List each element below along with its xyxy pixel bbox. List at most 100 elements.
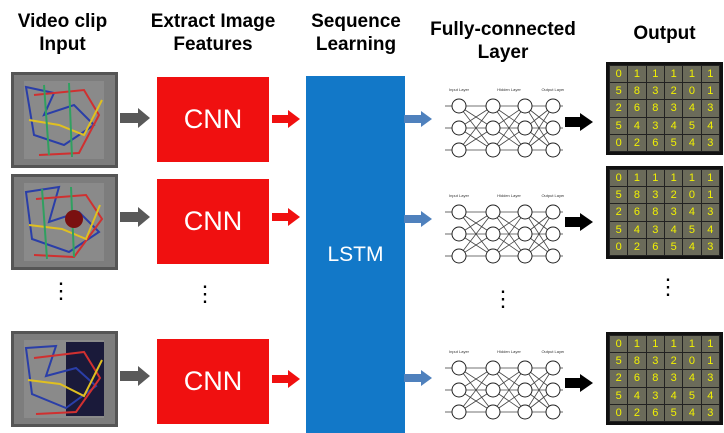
grid-cell: 1 xyxy=(645,64,665,84)
grid-cell: 1 xyxy=(700,352,721,371)
fc-layer-label: Input Layer xyxy=(449,87,470,92)
grid-cell: 1 xyxy=(663,168,684,188)
grid-cell: 5 xyxy=(682,386,702,405)
grid-cell: 2 xyxy=(663,82,684,101)
grid-cell: 2 xyxy=(627,133,647,153)
fc-node xyxy=(517,142,533,158)
grid-cell: 4 xyxy=(663,116,684,135)
fc-node xyxy=(485,382,501,398)
fc-node xyxy=(485,204,501,220)
grid-cell: 3 xyxy=(645,386,665,405)
grid-cell: 5 xyxy=(608,220,629,239)
arrow-fc-to-output-2 xyxy=(565,213,593,231)
grid-cell: 3 xyxy=(700,99,721,118)
grid-cell: 6 xyxy=(645,237,665,257)
grid-cell: 0 xyxy=(608,133,629,153)
grid-cell: 4 xyxy=(682,237,702,257)
cnn-block-1: CNN xyxy=(157,77,269,162)
grid-cell: 4 xyxy=(700,386,721,405)
grid-cell: 1 xyxy=(700,186,721,205)
grid-cell: 0 xyxy=(608,334,629,354)
grid-cell: 0 xyxy=(608,64,629,84)
grid-cell: 1 xyxy=(700,334,721,354)
fc-layer-label: Output Layer xyxy=(541,349,564,354)
grid-cell: 4 xyxy=(663,220,684,239)
frame-image xyxy=(24,183,104,261)
grid-cell: 3 xyxy=(645,116,665,135)
grid-cell: 8 xyxy=(645,99,665,118)
video-frame-3 xyxy=(11,331,118,427)
ellipsis-fc: ⋮ xyxy=(492,286,514,311)
grid-cell: 2 xyxy=(627,403,647,423)
fc-node xyxy=(451,204,467,220)
fc-node xyxy=(485,142,501,158)
grid-cell: 6 xyxy=(645,403,665,423)
fc-node xyxy=(451,226,467,242)
fc-node xyxy=(545,360,561,376)
grid-cell: 5 xyxy=(682,116,702,135)
grid-cell: 3 xyxy=(645,220,665,239)
fc-node xyxy=(485,226,501,242)
grid-cell: 0 xyxy=(608,403,629,423)
grid-cell: 2 xyxy=(663,186,684,205)
grid-cell: 6 xyxy=(645,133,665,153)
grid-cell: 1 xyxy=(682,334,702,354)
grid-cell: 1 xyxy=(645,334,665,354)
fc-layer-label: Hidden Layer xyxy=(497,87,521,92)
grid-cell: 1 xyxy=(627,334,647,354)
cnn-block-3: CNN xyxy=(157,339,269,424)
header-input: Video clip Input xyxy=(17,11,108,55)
video-frame-1 xyxy=(11,72,118,168)
grid-cell: 4 xyxy=(682,99,702,118)
grid-cell: 3 xyxy=(645,186,665,205)
fc-node xyxy=(485,120,501,136)
fc-layer-label: Hidden Layer xyxy=(497,349,521,354)
grid-cell: 3 xyxy=(645,352,665,371)
grid-cell: 4 xyxy=(627,386,647,405)
grid-cell: 6 xyxy=(627,369,647,388)
fc-node xyxy=(517,404,533,420)
grid-cell: 3 xyxy=(663,203,684,222)
grid-cell: 1 xyxy=(682,64,702,84)
arrow-frame-to-cnn-3 xyxy=(120,366,150,386)
grid-cell: 5 xyxy=(682,220,702,239)
fc-layer-label: Output Layer xyxy=(541,193,564,198)
header-features: Extract Image Features xyxy=(150,11,276,55)
fc-node xyxy=(485,248,501,264)
grid-cell: 4 xyxy=(682,403,702,423)
grid-cell: 3 xyxy=(700,203,721,222)
fc-edge xyxy=(492,367,526,413)
fc-node xyxy=(451,248,467,264)
grid-cell: 6 xyxy=(627,99,647,118)
fc-edge xyxy=(458,211,494,257)
fc-node xyxy=(517,226,533,242)
grid-cell: 3 xyxy=(700,133,721,153)
grid-cell: 8 xyxy=(645,369,665,388)
grid-cell: 1 xyxy=(682,168,702,188)
fc-edge xyxy=(524,105,554,151)
fc-node xyxy=(545,248,561,264)
grid-cell: 3 xyxy=(700,403,721,423)
grid-cell: 5 xyxy=(663,133,684,153)
grid-cell: 5 xyxy=(608,82,629,101)
fc-node xyxy=(451,382,467,398)
grid-cell: 2 xyxy=(608,99,629,118)
arrow-cnn-to-lstm-1 xyxy=(272,110,300,128)
header-output: Output xyxy=(633,23,696,44)
fc-node xyxy=(517,120,533,136)
grid-cell: 2 xyxy=(627,237,647,257)
grid-cell: 1 xyxy=(700,168,721,188)
grid-cell: 1 xyxy=(663,64,684,84)
fc-node xyxy=(517,360,533,376)
grid-cell: 0 xyxy=(682,82,702,101)
fc-node xyxy=(545,98,561,114)
grid-cell: 4 xyxy=(663,386,684,405)
grid-cell: 1 xyxy=(663,334,684,354)
frame-image xyxy=(24,340,104,418)
